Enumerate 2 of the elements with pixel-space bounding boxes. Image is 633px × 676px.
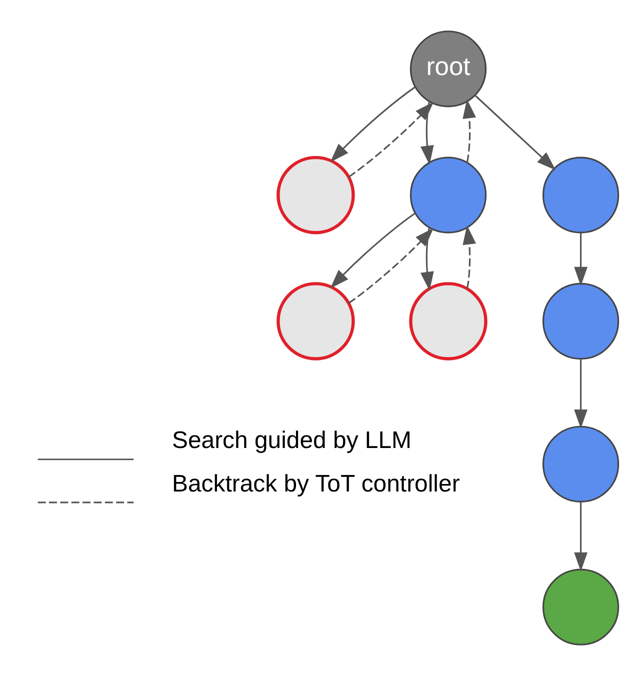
legend-label: Search guided by LLM: [172, 427, 412, 454]
legend-label: Backtrack by ToT controller: [172, 470, 460, 498]
